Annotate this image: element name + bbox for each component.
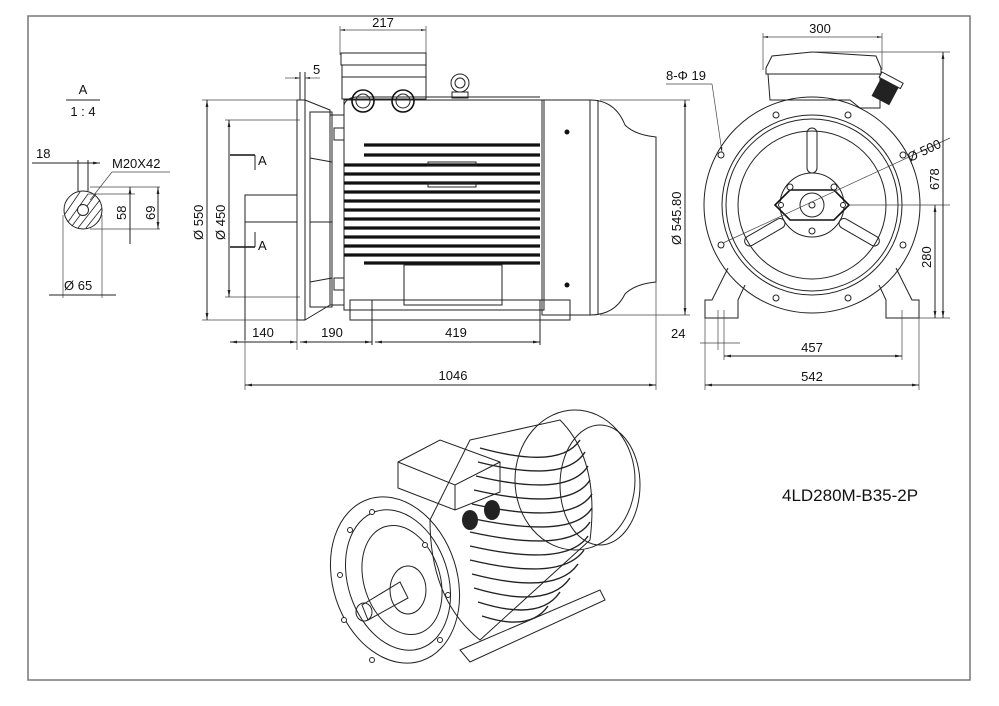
isometric-view xyxy=(329,409,641,664)
section-marker-top: A xyxy=(258,153,267,168)
key-depth-58: 58 xyxy=(114,206,129,220)
drawing-border xyxy=(27,15,971,681)
terminal-box-width-dim: 217 xyxy=(372,15,394,30)
terminal-box-side: 217 xyxy=(339,15,470,113)
thread-dim: M20X42 xyxy=(112,156,160,171)
flange-holes-dim: 8-Φ 19 xyxy=(666,68,706,83)
cooling-fins xyxy=(344,143,540,265)
shaft-diameter-dim: Ø 65 xyxy=(64,278,92,293)
shaft-length-dim: 140 xyxy=(252,325,274,340)
section-scale: 1 : 4 xyxy=(70,104,95,119)
section-label: A xyxy=(79,82,88,97)
flange-to-foot-dim: 190 xyxy=(321,325,343,340)
flange-diameter-dim: Ø 550 xyxy=(191,205,206,240)
model-label: 4LD280M-B35-2P xyxy=(782,486,918,505)
flange-thickness-dim: 5 xyxy=(313,62,320,77)
shaft-height-dim: 280 xyxy=(919,246,934,268)
overall-height-dim: 678 xyxy=(927,168,942,190)
spigot-diameter-dim: Ø 450 xyxy=(213,205,228,240)
key-depth-69: 69 xyxy=(143,206,158,220)
foot-hole-spacing-dim: 419 xyxy=(445,325,467,340)
foot-hole-dim: 24 xyxy=(671,326,685,341)
overall-length-dim: 1046 xyxy=(439,368,468,383)
foot-spacing-dim: 457 xyxy=(801,340,823,355)
section-a-view: A 1 : 4 18 M20X42 58 69 Ø 65 xyxy=(32,82,170,298)
side-view: Ø 550 Ø 450 A A 5 xyxy=(191,15,690,390)
overall-width-dim: 542 xyxy=(801,369,823,384)
front-terminal-box-width-dim: 300 xyxy=(809,21,831,36)
bolt-circle-dim: Ø 500 xyxy=(905,136,943,165)
front-view: 300 xyxy=(666,21,951,390)
section-marker-bottom: A xyxy=(258,238,267,253)
key-width-dim: 18 xyxy=(36,146,50,161)
frame-diameter-dim: Ø 545.80 xyxy=(669,192,684,246)
